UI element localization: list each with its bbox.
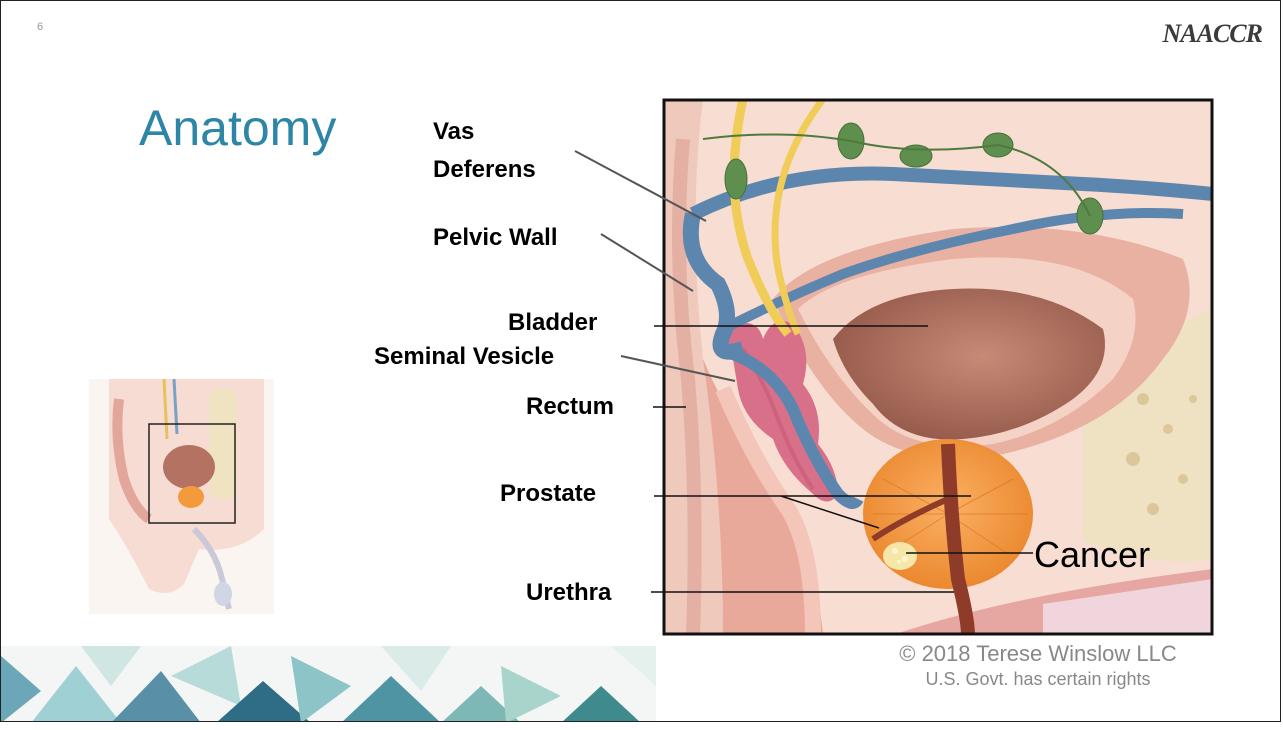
label-cancer: Cancer: [1034, 534, 1150, 576]
label-seminal-vesicle: Seminal Vesicle: [374, 342, 554, 372]
copyright-line2: U.S. Govt. has certain rights: [863, 669, 1213, 690]
copyright-notice: © 2018 Terese Winslow LLC U.S. Govt. has…: [863, 641, 1213, 690]
label-vas-deferens-line2: Deferens: [433, 155, 536, 185]
label-bladder: Bladder: [508, 308, 597, 338]
copyright-line1: © 2018 Terese Winslow LLC: [863, 641, 1213, 667]
label-rectum: Rectum: [526, 392, 614, 422]
label-vas-deferens-line1: Vas: [433, 117, 474, 147]
label-pelvic-wall: Pelvic Wall: [433, 223, 558, 253]
label-urethra: Urethra: [526, 578, 611, 608]
label-prostate: Prostate: [500, 479, 596, 509]
